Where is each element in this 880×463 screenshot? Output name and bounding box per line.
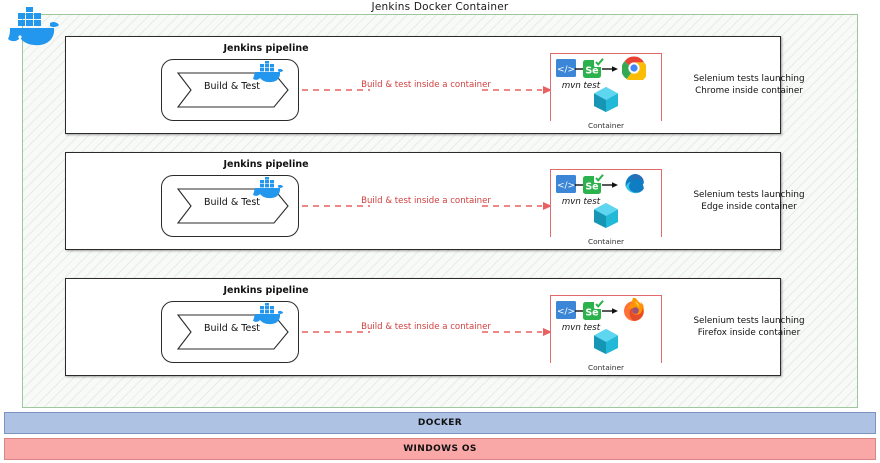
pipeline-container-connector (302, 328, 552, 336)
svg-text:</>: </> (557, 307, 575, 317)
mvn-test-label: mvn test (561, 81, 601, 91)
docker-whale-icon (253, 61, 284, 83)
svg-text:Se: Se (585, 66, 598, 77)
docker-whale-icon (253, 303, 284, 325)
code-icon: </> (556, 175, 576, 193)
description-line-1: Selenium tests launching (693, 190, 805, 200)
svg-text:Se: Se (585, 182, 598, 193)
pipeline-row-firefox: Jenkins pipeline Build & Test Build & te… (65, 278, 805, 376)
build-test-label: Build & Test (203, 81, 260, 92)
code-icon: </> (556, 59, 576, 77)
connector-label: Build & test inside a container (361, 322, 491, 332)
docker-whale-icon (8, 7, 59, 46)
firefox-icon (624, 298, 644, 321)
selenium-icon: Se (583, 299, 605, 320)
mvn-test-label: mvn test (561, 323, 601, 333)
flow-arrow-icon (602, 182, 618, 188)
connector-label: Build & test inside a container (361, 196, 491, 206)
build-test-label: Build & Test (203, 323, 260, 334)
container-cube-icon (594, 203, 618, 228)
pipeline-row-edge: Jenkins pipeline Build & Test Build & te… (65, 152, 805, 250)
pipeline-container-connector (302, 86, 552, 94)
diagram-title: Jenkins Docker Container (371, 1, 509, 13)
description-line-2: Chrome inside container (695, 86, 803, 96)
flow-arrow-icon (602, 66, 618, 72)
pipeline-label: Jenkins pipeline (223, 43, 309, 54)
stack-layer-label: WINDOWS OS (403, 444, 477, 454)
svg-text:Se: Se (585, 308, 598, 319)
edge-icon (625, 174, 644, 194)
docker-whale-icon (253, 177, 284, 199)
pipeline-label: Jenkins pipeline (223, 285, 309, 296)
description-line-1: Selenium tests launching (693, 74, 805, 84)
container-caption: Container (550, 121, 662, 130)
container-caption: Container (550, 363, 662, 372)
svg-text:</>: </> (557, 65, 575, 75)
description-line-2: Firefox inside container (697, 328, 801, 338)
container-caption: Container (550, 237, 662, 246)
pipeline-label: Jenkins pipeline (223, 159, 309, 170)
description-line-1: Selenium tests launching (693, 316, 805, 326)
container-cube-icon (594, 87, 618, 112)
description-line-2: Edge inside container (701, 202, 797, 212)
selenium-icon: Se (583, 173, 605, 194)
pipeline-description: Selenium tests launching Edge inside con… (664, 189, 834, 213)
pipeline-description: Selenium tests launching Firefox inside … (664, 315, 834, 339)
chrome-icon (622, 56, 646, 80)
stack-layer-docker: DOCKER (4, 412, 876, 434)
connector-label: Build & test inside a container (361, 80, 491, 90)
pipeline-container-connector (302, 202, 552, 210)
build-test-label: Build & Test (203, 197, 260, 208)
stack-layer-windows-os: WINDOWS OS (4, 438, 876, 460)
stack-layer-label: DOCKER (417, 418, 463, 428)
container-cube-icon (594, 329, 618, 354)
code-icon: </> (556, 301, 576, 319)
pipeline-description: Selenium tests launching Chrome inside c… (664, 73, 834, 97)
svg-text:</>: </> (557, 181, 575, 191)
flow-arrow-icon (602, 308, 618, 314)
mvn-test-label: mvn test (561, 197, 601, 207)
pipeline-row-chrome: Jenkins pipeline Build & Test Build & te… (65, 36, 805, 134)
selenium-icon: Se (583, 57, 605, 78)
